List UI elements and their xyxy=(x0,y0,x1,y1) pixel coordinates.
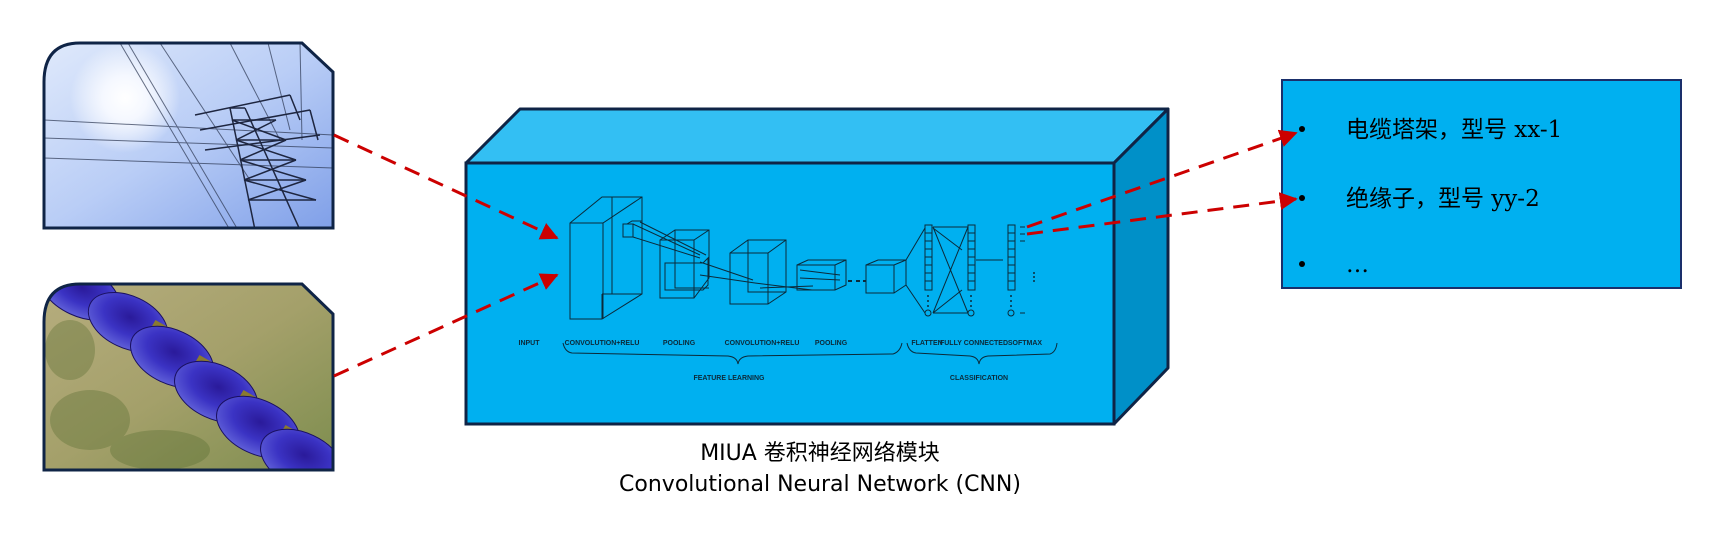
stage-label-pool2: POOLING xyxy=(815,340,848,347)
cnn-stage-labels: INPUT CONVOLUTION+RELU POOLING CONVOLUTI… xyxy=(519,340,1043,382)
result-item-label: 绝缘子，型号 yy-2 xyxy=(1346,186,1540,212)
arrow-insulator-to-cnn xyxy=(333,273,559,378)
cnn-architecture-illustration xyxy=(562,196,1058,365)
result-item-label: … xyxy=(1346,252,1369,278)
stage-label-pool1: POOLING xyxy=(663,340,696,347)
stage-label-conv1: CONVOLUTION+RELU xyxy=(565,340,640,347)
cube-front-face xyxy=(464,161,1116,426)
result-item-label: 电缆塔架，型号 xx-1 xyxy=(1346,117,1562,143)
result-item: 绝缘子，型号 yy-2 xyxy=(1299,186,1540,212)
cnn-module-subtitle: Convolutional Neural Network (CNN) xyxy=(619,472,1021,497)
fully-connected-layer xyxy=(932,224,976,317)
stage-label-flatten: FLATTEN xyxy=(911,340,942,347)
bullet-icon xyxy=(1299,195,1305,201)
cnn-module-title: MIUA 卷积神经网络模块 xyxy=(700,441,940,466)
result-item: 电缆塔架，型号 xx-1 xyxy=(1299,117,1562,143)
power-tower-image xyxy=(42,41,335,230)
classification-brace xyxy=(906,342,1058,365)
classification-results-box: 电缆塔架，型号 xx-1 绝缘子，型号 yy-2 … xyxy=(1281,79,1682,289)
stage-label-fully-connected: FULLY CONNECTED xyxy=(940,340,1008,347)
group-label-feature-learning: FEATURE LEARNING xyxy=(693,375,765,382)
stage-label-conv2: CONVOLUTION+RELU xyxy=(725,340,800,347)
group-label-classification: CLASSIFICATION xyxy=(950,375,1008,382)
arrow-cnn-to-result-1 xyxy=(1026,129,1298,229)
cube-top-face xyxy=(464,107,1170,165)
cnn-module-cube xyxy=(464,107,1170,426)
flatten-layer xyxy=(905,224,933,317)
arrow-cnn-to-result-2 xyxy=(1026,192,1298,236)
pool-block-2 xyxy=(796,259,847,291)
conv-block-2 xyxy=(729,239,787,305)
bullet-icon xyxy=(1299,261,1305,267)
bullet-icon xyxy=(1299,126,1305,132)
feature-learning-brace xyxy=(562,342,903,365)
arrow-tower-to-cnn xyxy=(333,133,559,240)
stage-label-softmax: SOFTMAX xyxy=(1008,340,1043,347)
cube-side-face xyxy=(1112,107,1170,426)
stage-label-input: INPUT xyxy=(519,340,541,347)
insulator-image xyxy=(42,282,335,472)
softmax-layer xyxy=(1007,224,1035,317)
flow-arrows xyxy=(333,129,1298,378)
conv-block-1 xyxy=(569,196,643,320)
result-item: … xyxy=(1299,252,1369,278)
